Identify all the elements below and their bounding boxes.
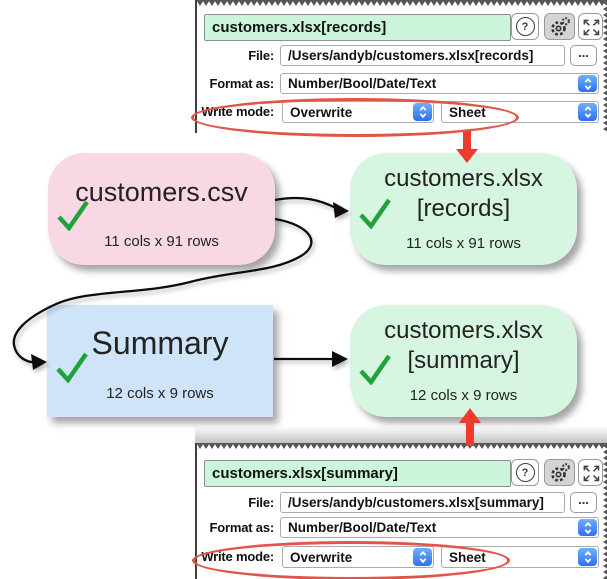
file-path-input[interactable]: /Users/andyb/customers.xlsx[records] (280, 45, 565, 66)
format-as-select[interactable]: Number/Bool/Date/Text (280, 73, 599, 94)
gear-icon (550, 16, 570, 36)
node-size-label: 12 cols x 9 rows (106, 385, 214, 402)
file-label: File: (248, 48, 274, 63)
format-as-select[interactable]: Number/Bool/Date/Text (280, 517, 599, 538)
stepper-icon[interactable] (578, 548, 597, 566)
format-as-label: Format as: (209, 76, 275, 91)
stepper-icon[interactable] (578, 103, 597, 121)
browse-button[interactable]: ... (570, 45, 597, 66)
settings-button[interactable] (544, 13, 575, 40)
expand-button[interactable] (578, 13, 603, 40)
format-as-label: Format as: (209, 520, 275, 535)
output-name-field[interactable]: customers.xlsx[summary] (204, 460, 511, 487)
expand-button[interactable] (578, 459, 603, 486)
node-title-line2: [records] (416, 195, 511, 222)
torn-edge (602, 0, 607, 133)
help-icon: ? (515, 17, 535, 36)
node-size-label: 11 cols x 91 rows (104, 233, 219, 250)
check-icon (359, 354, 391, 385)
node-customers-csv[interactable]: customers.csv 11 cols x 91 rows (48, 153, 275, 265)
node-customers-xlsx-records[interactable]: customers.xlsx [records] 11 cols x 91 ro… (350, 153, 577, 265)
node-size-label: 11 cols x 91 rows (406, 235, 521, 252)
torn-edge (602, 443, 607, 579)
file-label: File: (248, 495, 274, 510)
gear-icon (550, 462, 570, 482)
node-title: Summary (91, 325, 229, 361)
highlight-ellipse (192, 541, 510, 579)
torn-edge (197, 0, 607, 7)
expand-icon (583, 465, 599, 481)
format-as-value: Number/Bool/Date/Text (288, 520, 437, 535)
node-customers-xlsx-summary[interactable]: customers.xlsx [summary] 12 cols x 9 row… (350, 305, 577, 417)
help-button[interactable]: ? (511, 13, 539, 40)
node-size-label: 12 cols x 9 rows (409, 387, 518, 404)
node-title: customers.xlsx (384, 165, 543, 192)
output-name-field[interactable]: customers.xlsx[records] (204, 14, 511, 41)
node-title: customers.xlsx (384, 317, 543, 344)
help-button[interactable]: ? (511, 459, 539, 486)
check-icon (359, 198, 391, 229)
browse-button[interactable]: ... (570, 492, 597, 513)
help-icon: ? (515, 463, 535, 482)
torn-edge (197, 443, 607, 450)
node-title: customers.csv (75, 177, 248, 207)
settings-button[interactable] (544, 459, 575, 486)
highlight-ellipse (191, 98, 519, 137)
format-as-value: Number/Bool/Date/Text (288, 76, 437, 91)
file-path-input[interactable]: /Users/andyb/customers.xlsx[summary] (280, 492, 565, 513)
stepper-icon[interactable] (578, 75, 597, 92)
torn-edge-shadow (195, 426, 607, 443)
node-title-line2: [summary] (407, 347, 520, 374)
expand-icon (583, 19, 599, 35)
stepper-icon[interactable] (578, 519, 597, 536)
node-summary-transform[interactable]: Summary 12 cols x 9 rows (47, 305, 273, 417)
